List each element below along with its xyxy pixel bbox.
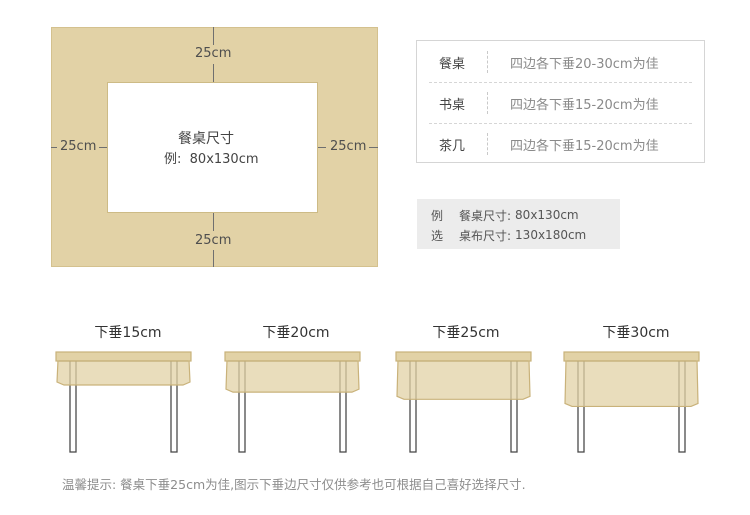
table-size-example-value: 80x130cm <box>189 152 259 167</box>
example-value: 80x130cm <box>515 208 579 222</box>
tablecloth-top <box>224 351 361 362</box>
example-label: 桌布尺寸: <box>459 228 512 243</box>
bottom-dimension-line-lower <box>213 250 214 267</box>
example-key: 选 <box>431 228 444 243</box>
info-separator <box>487 51 488 73</box>
right-dimension-line-inner <box>318 147 326 148</box>
bottom-margin-label: 25cm <box>195 233 232 248</box>
info-value: 四边各下垂15-20cm为佳 <box>510 138 659 154</box>
right-margin-label: 25cm <box>330 139 367 154</box>
info-row-dining: 餐桌 四边各下垂20-30cm为佳 <box>417 42 704 82</box>
info-name: 茶几 <box>438 138 465 154</box>
tablecloth-top <box>55 351 192 362</box>
left-margin-label: 25cm <box>60 139 97 154</box>
example-key: 例 <box>431 208 444 223</box>
tablecloth-drape <box>396 359 531 400</box>
right-dimension-line <box>369 147 378 148</box>
drop-label-30: 下垂30cm <box>602 325 670 341</box>
left-dimension-line <box>51 147 57 148</box>
table-size-example-prefix: 例: <box>164 152 182 167</box>
info-separator <box>487 133 488 155</box>
info-row-desk: 书桌 四边各下垂15-20cm为佳 <box>417 83 704 123</box>
info-separator <box>487 92 488 114</box>
drop-label-25: 下垂25cm <box>432 325 500 341</box>
drop-label-20: 下垂20cm <box>262 325 330 341</box>
tablecloth-drape <box>564 359 699 408</box>
info-value: 四边各下垂15-20cm为佳 <box>510 97 659 113</box>
example-line-table: 例 餐桌尺寸: 80x130cm <box>431 205 620 225</box>
top-dimension-line-lower <box>213 64 214 82</box>
drop-label-15: 下垂15cm <box>94 325 162 341</box>
example-value: 130x180cm <box>515 228 587 242</box>
table-size-example: 例: 80x130cm <box>164 148 259 167</box>
top-margin-label: 25cm <box>195 46 232 61</box>
tablecloth-top <box>395 351 532 362</box>
example-line-cloth: 选 桌布尺寸: 130x180cm <box>431 225 620 245</box>
tablecloth-drape <box>56 359 191 386</box>
table-size-title: 餐桌尺寸 <box>178 131 234 147</box>
tablecloth-top <box>563 351 700 362</box>
drop-recommendation-table: 餐桌 四边各下垂20-30cm为佳 书桌 四边各下垂15-20cm为佳 茶几 四… <box>416 40 705 163</box>
info-name: 书桌 <box>438 97 465 113</box>
size-example-box: 例 餐桌尺寸: 80x130cm 选 桌布尺寸: 130x180cm <box>417 199 620 249</box>
info-value: 四边各下垂20-30cm为佳 <box>510 56 659 72</box>
bottom-dimension-line <box>213 213 214 231</box>
info-divider <box>429 123 692 124</box>
info-divider <box>429 82 692 83</box>
top-dimension-line <box>213 27 214 45</box>
left-dimension-line-inner <box>99 147 107 148</box>
example-label: 餐桌尺寸: <box>459 208 512 223</box>
info-name: 餐桌 <box>438 56 465 72</box>
info-row-coffee-table: 茶几 四边各下垂15-20cm为佳 <box>417 124 704 164</box>
footnote-tip: 温馨提示: 餐桌下垂25cm为佳,图示下垂边尺寸仅供参考也可根据自己喜好选择尺寸… <box>62 477 526 492</box>
table-top-area <box>107 82 318 213</box>
tablecloth-drape <box>225 359 360 393</box>
